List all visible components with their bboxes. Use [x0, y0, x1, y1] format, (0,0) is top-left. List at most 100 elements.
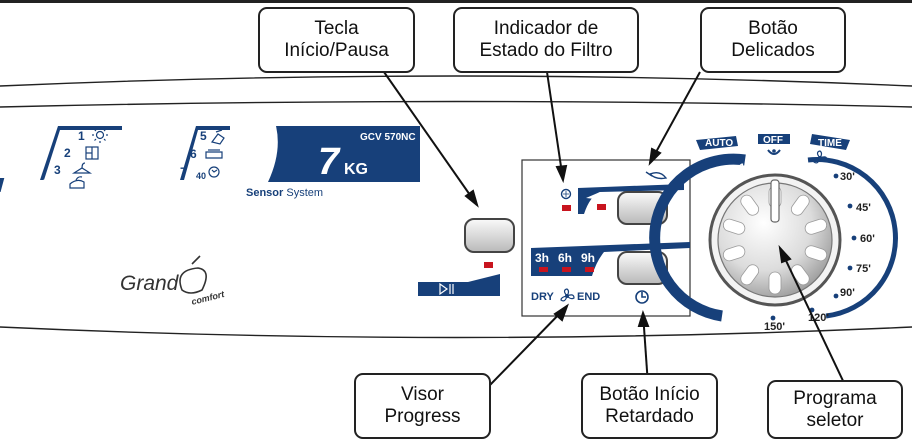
delicate-led — [597, 204, 606, 210]
timer-led-6h — [562, 267, 571, 272]
auto-number-1: 1 — [739, 162, 745, 174]
sensor-system-label: Sensor System — [246, 187, 323, 199]
time-75: 75' — [856, 263, 871, 275]
callout-filter-indicator-line2: Estado do Filtro — [479, 40, 613, 61]
time-label: TIME — [818, 138, 842, 149]
callout-delicate: Botão Delicados — [700, 7, 846, 73]
filter-indicator — [560, 188, 572, 211]
brand-swoosh — [179, 267, 207, 294]
callout-delicate-line2: Delicados — [731, 40, 815, 61]
arrow-delicate — [648, 71, 701, 166]
auto-label: AUTO — [705, 138, 733, 149]
time-arc — [807, 157, 898, 319]
capacity-unit: KG — [344, 161, 368, 178]
program-selector[interactable]: AUTO OFF TIME 1 2 3 4 5 6 7 30' 45' — [649, 134, 898, 333]
panel-lower-line — [0, 326, 912, 339]
program-step-6: 6 — [190, 147, 197, 161]
callout-delay-start-line1: Botão Início — [599, 384, 700, 405]
program-step-4-label: 4 — [88, 181, 95, 193]
callout-progress-line2: Progress — [384, 406, 461, 427]
selector-fan-icon — [813, 150, 828, 164]
program-step-1: 1 — [78, 129, 85, 143]
callout-start-pause: Tecla Início/Pausa — [258, 7, 415, 73]
capacity-value: 7 — [318, 141, 341, 183]
sun-icon — [92, 127, 108, 143]
auto-number-6: 6 — [716, 287, 722, 299]
arrow-filter-indicator — [546, 71, 568, 184]
callout-selector: Programa seletor — [767, 380, 903, 439]
timer-6h: 6h — [558, 251, 572, 265]
callout-delay-start-line2: Retardado — [605, 406, 694, 427]
cupboard-icon — [85, 146, 99, 160]
selector-knob[interactable] — [708, 173, 842, 307]
panel-upper-line-2 — [0, 100, 912, 108]
brand-subtitle: comfort — [190, 289, 226, 307]
time-60: 60' — [860, 233, 875, 245]
program-block-right: 5 6 7 40 GCV 570NC 7 KG Sensor System — [180, 126, 420, 199]
callout-filter-indicator-line1: Indicador de — [493, 18, 599, 39]
auto-number-3: 3 — [702, 201, 708, 213]
auto-number-7: 7 — [740, 307, 746, 319]
callout-selector-line2: seletor — [806, 409, 864, 431]
time-150: 150' — [764, 321, 785, 333]
fan-icon — [560, 288, 575, 302]
callout-progress-line1: Visor — [401, 384, 444, 405]
auto-arc — [649, 153, 746, 322]
knob-pointer — [770, 179, 780, 223]
callout-delay-start: Botão Início Retardado — [581, 373, 718, 439]
arrow-progress — [489, 303, 569, 386]
program-step-4: 4 — [40, 177, 47, 191]
time-120: 120' — [808, 312, 829, 324]
start-pause-key[interactable] — [464, 218, 515, 253]
brand-name: Grand — [120, 272, 180, 295]
auto-number-2: 2 — [716, 177, 722, 189]
leader-arrows — [383, 71, 846, 386]
dry-label: DRY — [531, 291, 554, 303]
time-30: 30' — [840, 171, 855, 183]
auto-number-5: 5 — [701, 262, 707, 274]
callout-delicate-line1: Botão — [748, 18, 798, 39]
feather-icon — [645, 171, 668, 180]
program-step-5: 5 — [200, 129, 207, 143]
program-step-3: 3 — [54, 163, 61, 177]
auto-number-4: 4 — [695, 230, 702, 242]
program-step-2: 2 — [64, 146, 71, 160]
program-block-left: 1 2 3 4 4 — [0, 126, 122, 193]
wool-icon — [208, 166, 220, 178]
timer-3h: 3h — [535, 251, 549, 265]
off-indicator — [767, 149, 781, 155]
time-label-tab — [810, 134, 850, 150]
off-label-tab — [758, 134, 790, 144]
time-90: 90' — [840, 287, 855, 299]
timer-led-3h — [539, 267, 548, 272]
clock-icon — [635, 290, 649, 304]
timer-9h: 9h — [581, 251, 595, 265]
start-pause-led — [484, 262, 493, 268]
wool-temperature: 40 — [196, 171, 206, 181]
callout-progress: Visor Progress — [354, 373, 491, 439]
off-label: OFF — [763, 135, 783, 146]
model-number: GCV 570NC — [360, 132, 416, 143]
delicate-badge — [578, 184, 684, 214]
callout-start-pause-line2: Início/Pausa — [284, 40, 389, 61]
play-pause-icon — [439, 282, 449, 296]
towel-icon — [205, 149, 223, 159]
top-border — [0, 0, 912, 3]
model-badge — [268, 126, 420, 182]
arrow-start-pause — [383, 71, 479, 208]
progress-display: 3h 6h 9h — [531, 242, 690, 276]
callout-selector-line1: Programa — [793, 387, 877, 409]
grand-comfort-logo: Grand comfort — [120, 255, 226, 307]
callout-start-pause-line1: Tecla — [314, 18, 359, 39]
auto-label-tab — [696, 136, 738, 150]
end-label: END — [577, 291, 600, 303]
iron-icon — [69, 176, 85, 189]
callout-filter-indicator: Indicador de Estado do Filtro — [453, 7, 639, 73]
shirt-icon — [210, 129, 225, 145]
timer-led-9h — [585, 267, 594, 272]
control-module-frame — [521, 159, 691, 317]
start-pause-badge — [418, 274, 500, 296]
program-step-7: 7 — [180, 165, 187, 179]
panel-upper-line-1 — [0, 75, 912, 87]
